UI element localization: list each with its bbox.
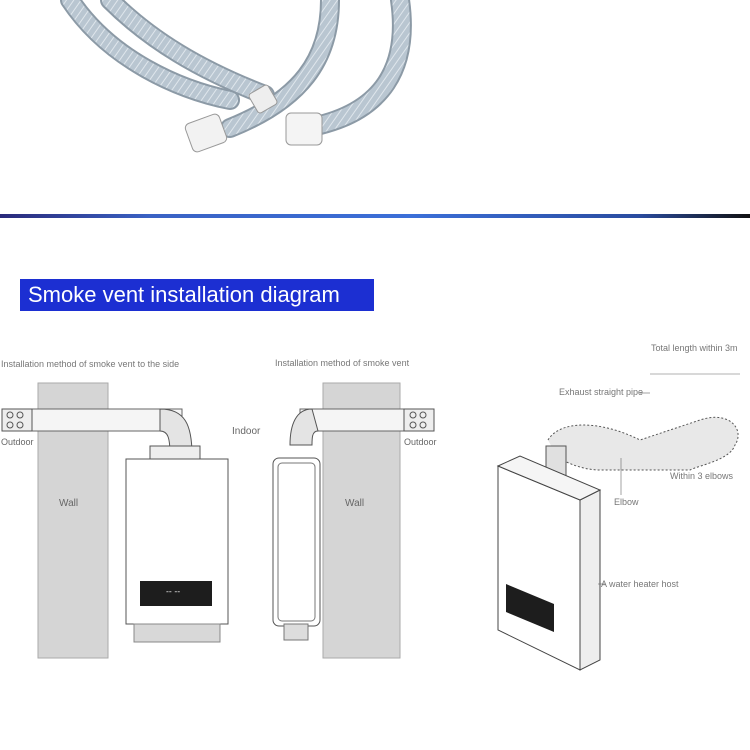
exhaust-duct xyxy=(547,416,739,471)
top-install-caption: Installation method of smoke vent xyxy=(275,358,410,368)
vent-cap xyxy=(1,408,33,432)
side-indoor-label: Indoor xyxy=(232,426,261,437)
host-label: A water heater host xyxy=(601,579,679,589)
side-install-caption: Installation method of smoke vent to the… xyxy=(1,359,180,369)
vent-cap xyxy=(403,408,435,432)
section-divider xyxy=(0,214,750,218)
total-length-label: Total length within 3m xyxy=(651,343,738,353)
diagram-title: Smoke vent installation diagram xyxy=(20,279,374,311)
elbow-label: Elbow xyxy=(614,497,639,507)
top-install-panel xyxy=(272,382,435,659)
exhaust-pipe-label: Exhaust straight pipe xyxy=(559,387,644,397)
svg-text:-- --: -- -- xyxy=(166,587,180,596)
installation-diagram: -- -- xyxy=(1,373,740,671)
heater-display xyxy=(506,584,554,632)
water-heater-side xyxy=(272,457,321,627)
side-wall-label: Wall xyxy=(59,498,79,509)
top-outdoor-label: Outdoor xyxy=(404,437,437,447)
perspective-panel xyxy=(496,373,740,671)
hose-photo xyxy=(60,0,412,153)
elbow xyxy=(289,408,319,446)
water-heater-3d xyxy=(497,465,581,671)
heater-display xyxy=(140,581,212,606)
side-outdoor-label: Outdoor xyxy=(1,437,34,447)
top-wall-label: Wall xyxy=(345,498,365,509)
elbows-label: Within 3 elbows xyxy=(670,471,734,481)
side-install-panel: -- -- xyxy=(1,382,229,659)
